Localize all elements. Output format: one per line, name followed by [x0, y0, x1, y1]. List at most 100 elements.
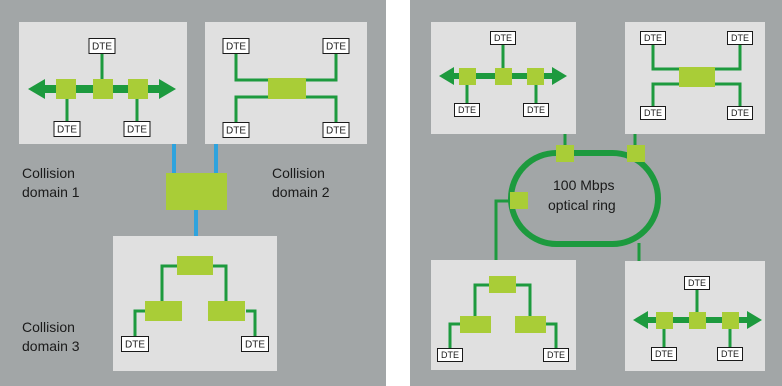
hub-node: [679, 67, 715, 87]
dte-box: [727, 31, 753, 45]
dte-label: DTE: [644, 33, 662, 43]
dte-box: [322, 38, 350, 54]
dte-terminal: DTE: [684, 276, 710, 290]
dte-label: DTE: [688, 278, 706, 288]
dte-box: [727, 106, 753, 120]
domain-2-label-line2: domain 2: [272, 184, 330, 200]
dte-terminal: DTE: [121, 336, 149, 352]
optical-ring: 100 Mbps optical ring: [508, 145, 661, 247]
dte-label: DTE: [57, 125, 77, 136]
arrow-left-icon: [439, 67, 454, 85]
dte-box: [640, 106, 666, 120]
domain-1-label-line1: Collision: [22, 165, 75, 181]
network-node: [459, 68, 476, 85]
dte-label: DTE: [127, 125, 147, 136]
ring-node: [510, 192, 528, 209]
dte-box: [222, 122, 250, 138]
arrow-right-icon: [552, 67, 567, 85]
dte-label: DTE: [326, 42, 346, 53]
hub-node: [208, 301, 245, 321]
dte-label: DTE: [731, 108, 749, 118]
ring-node: [627, 145, 645, 162]
ring-label-line1: 100 Mbps: [553, 177, 614, 193]
dte-terminal: DTE: [222, 38, 250, 54]
hub-node: [515, 316, 546, 333]
dte-terminal: DTE: [717, 347, 743, 361]
central-switch: [166, 144, 227, 236]
dte-label: DTE: [494, 33, 512, 43]
dte-box: [437, 348, 463, 362]
dte-box: [543, 348, 569, 362]
dte-terminal: DTE: [490, 31, 516, 45]
dte-box: [717, 347, 743, 361]
dte-box: [490, 31, 516, 45]
dte-box: [123, 121, 151, 137]
dte-terminal: DTE: [727, 31, 753, 45]
dte-box: [454, 103, 480, 117]
dte-label: DTE: [92, 42, 112, 53]
dte-label: DTE: [644, 108, 662, 118]
dte-box: [53, 121, 81, 137]
dte-terminal: DTE: [241, 336, 269, 352]
hub-node: [489, 276, 516, 293]
dte-box: [640, 31, 666, 45]
dte-label: DTE: [527, 105, 545, 115]
dte-box: [222, 38, 250, 54]
dte-label: DTE: [441, 350, 459, 360]
dte-label: DTE: [655, 349, 673, 359]
dte-terminal: DTE: [640, 31, 666, 45]
network-node: [722, 312, 739, 329]
dte-terminal: DTE: [322, 38, 350, 54]
dte-box: [88, 38, 116, 54]
dte-terminal: DTE: [523, 103, 549, 117]
arrow-left-icon: [633, 311, 648, 329]
ring-node: [556, 145, 574, 162]
dte-label: DTE: [721, 349, 739, 359]
dte-terminal: DTE: [53, 121, 81, 137]
network-node: [656, 312, 673, 329]
network-node: [128, 79, 148, 99]
network-node: [93, 79, 113, 99]
ring-label-line2: optical ring: [548, 197, 616, 213]
dte-label: DTE: [226, 42, 246, 53]
dte-terminal: DTE: [88, 38, 116, 54]
network-node: [56, 79, 76, 99]
hub-node: [268, 78, 306, 99]
dte-terminal: DTE: [123, 121, 151, 137]
network-node: [689, 312, 706, 329]
dte-box: [523, 103, 549, 117]
dte-terminal: DTE: [640, 106, 666, 120]
dte-box: [322, 122, 350, 138]
domain-3-label-line2: domain 3: [22, 338, 80, 354]
dte-label: DTE: [125, 340, 145, 351]
dte-terminal: DTE: [543, 348, 569, 362]
domain-3-label-line1: Collision: [22, 319, 75, 335]
dte-box: [684, 276, 710, 290]
network-node: [495, 68, 512, 85]
dte-terminal: DTE: [651, 347, 677, 361]
dte-label: DTE: [326, 126, 346, 137]
dte-box: [651, 347, 677, 361]
domain-2-label-line1: Collision: [272, 165, 325, 181]
dte-label: DTE: [226, 126, 246, 137]
switch-node: [166, 173, 227, 210]
arrow-right-icon: [747, 311, 762, 329]
hub-node: [460, 316, 491, 333]
dte-terminal: DTE: [437, 348, 463, 362]
dte-box: [121, 336, 149, 352]
dte-box: [241, 336, 269, 352]
dte-terminal: DTE: [222, 122, 250, 138]
left-panel: Collision domain 1 Collision domain 2 Co…: [0, 0, 386, 386]
dte-label: DTE: [245, 340, 265, 351]
arrow-right-icon: [159, 79, 176, 99]
dte-terminal: DTE: [322, 122, 350, 138]
dte-label: DTE: [731, 33, 749, 43]
dte-label: DTE: [547, 350, 565, 360]
hub-node: [145, 301, 182, 321]
hub-node: [177, 256, 213, 275]
dte-terminal: DTE: [727, 106, 753, 120]
dte-terminal: DTE: [454, 103, 480, 117]
right-panel: 100 Mbps optical ring: [410, 0, 782, 386]
network-node: [527, 68, 544, 85]
